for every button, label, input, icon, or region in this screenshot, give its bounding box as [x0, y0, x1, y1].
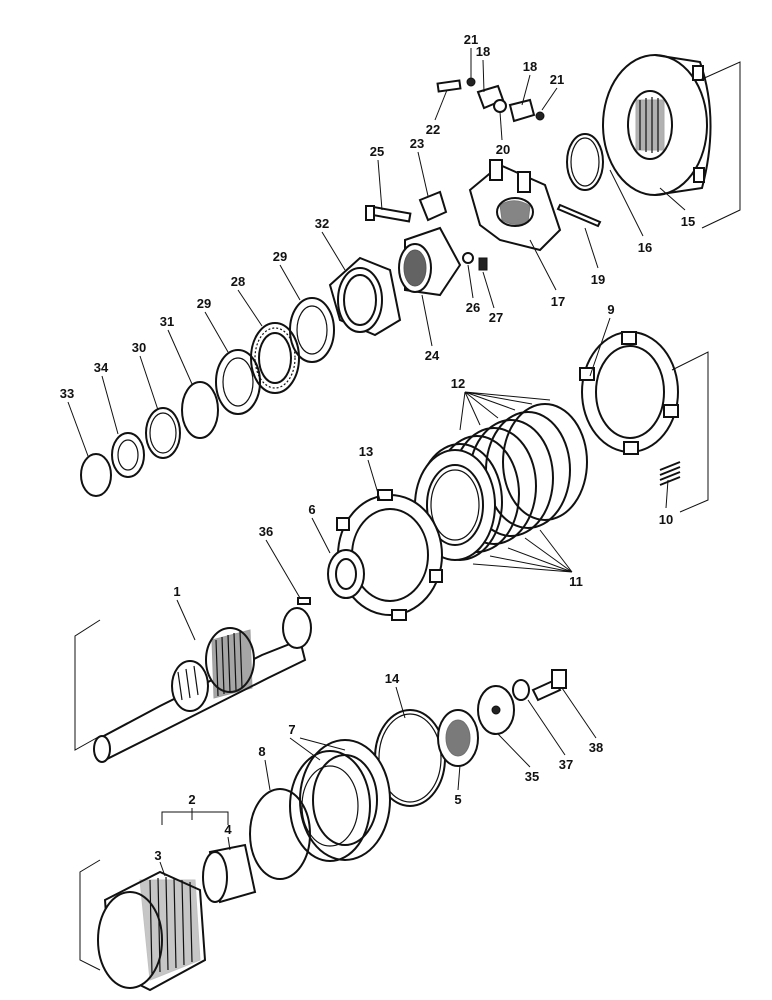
callout-labels: 1 2 3 4 5 6 7 8 9 10 11 12 13 14 15 16 1… — [60, 32, 695, 863]
leader-lines — [67, 48, 686, 877]
callout-19: 19 — [591, 272, 605, 287]
callout-2: 2 — [188, 792, 195, 807]
part-20-washer — [493, 99, 507, 113]
bracket-3 — [79, 859, 101, 971]
callout-17: 17 — [551, 294, 565, 309]
part-15-drum — [602, 54, 712, 196]
callout-26: 26 — [466, 300, 480, 315]
callout-27: 27 — [489, 310, 503, 325]
part-30-ring — [145, 407, 181, 459]
callout-15: 15 — [681, 214, 695, 229]
callout-8: 8 — [258, 744, 265, 759]
part-38-bolt — [531, 669, 567, 702]
callout-6: 6 — [308, 502, 315, 517]
callout-4: 4 — [224, 822, 232, 837]
callout-10: 10 — [659, 512, 673, 527]
part-24-bearing-hub — [398, 226, 462, 297]
callout-14: 14 — [385, 671, 400, 686]
callout-5: 5 — [454, 792, 461, 807]
part-29-washer-upper — [289, 297, 335, 363]
part-19-pin — [556, 203, 602, 228]
part-21-nut-left — [466, 77, 476, 87]
callout-21b: 21 — [550, 72, 564, 87]
part-32-carrier — [328, 256, 402, 337]
part-37-washer — [512, 679, 530, 701]
part-33-snap-ring — [80, 453, 112, 497]
callout-7: 7 — [288, 722, 295, 737]
callout-28: 28 — [231, 274, 245, 289]
part-1-main-shaft — [93, 607, 312, 763]
callout-23: 23 — [410, 136, 424, 151]
bracket-15 — [699, 61, 741, 229]
callout-29b: 29 — [197, 296, 211, 311]
callout-21a: 21 — [464, 32, 478, 47]
callout-32: 32 — [315, 216, 329, 231]
callout-25: 25 — [370, 144, 384, 159]
callout-29a: 29 — [273, 249, 287, 264]
callout-22: 22 — [426, 122, 440, 137]
callout-38: 38 — [589, 740, 603, 755]
bracket-9 — [671, 351, 709, 513]
part-22-pin — [436, 79, 462, 93]
callout-24: 24 — [425, 348, 440, 363]
part-9-pressure-plate — [579, 331, 679, 455]
part-35-washer — [477, 685, 515, 735]
callout-36: 36 — [259, 524, 273, 539]
callout-37: 37 — [559, 757, 573, 772]
part-16-snap-ring — [566, 133, 604, 191]
callout-34: 34 — [94, 360, 109, 375]
part-36-pin — [297, 597, 311, 605]
callout-13: 13 — [359, 444, 373, 459]
callout-20: 20 — [496, 142, 510, 157]
callout-12: 12 — [451, 376, 465, 391]
part-8-o-ring — [249, 788, 311, 880]
part-27-spring — [478, 257, 488, 271]
callout-31: 31 — [160, 314, 174, 329]
part-5-race — [437, 709, 479, 767]
part-7-seals — [289, 739, 391, 862]
part-17-fork-bracket — [468, 159, 562, 252]
part-6-washer — [327, 549, 365, 599]
part-23-link — [418, 190, 448, 222]
callout-9: 9 — [607, 302, 614, 317]
callout-33: 33 — [60, 386, 74, 401]
part-13-tabbed-plate — [336, 489, 443, 621]
part-26-washer — [462, 252, 474, 264]
callout-3: 3 — [154, 848, 161, 863]
part-31-snap-ring — [181, 381, 219, 439]
part-28-thrust-bearing — [250, 322, 300, 394]
callout-11: 11 — [569, 574, 583, 589]
part-3-gear — [97, 870, 207, 992]
callout-18b: 18 — [523, 59, 537, 74]
part-25-bolt — [365, 205, 412, 223]
callout-18a: 18 — [476, 44, 490, 59]
part-10-spring — [659, 461, 681, 486]
callout-30: 30 — [132, 340, 146, 355]
callout-35: 35 — [525, 769, 539, 784]
part-4-bushing — [202, 843, 257, 904]
bracket-2 — [161, 811, 229, 825]
part-21-nut-right — [535, 111, 545, 121]
part-29-washer-lower — [215, 349, 261, 415]
callout-1: 1 — [173, 584, 180, 599]
bracket-1 — [74, 619, 101, 751]
part-34-washer — [111, 432, 145, 478]
callout-16: 16 — [638, 240, 652, 255]
